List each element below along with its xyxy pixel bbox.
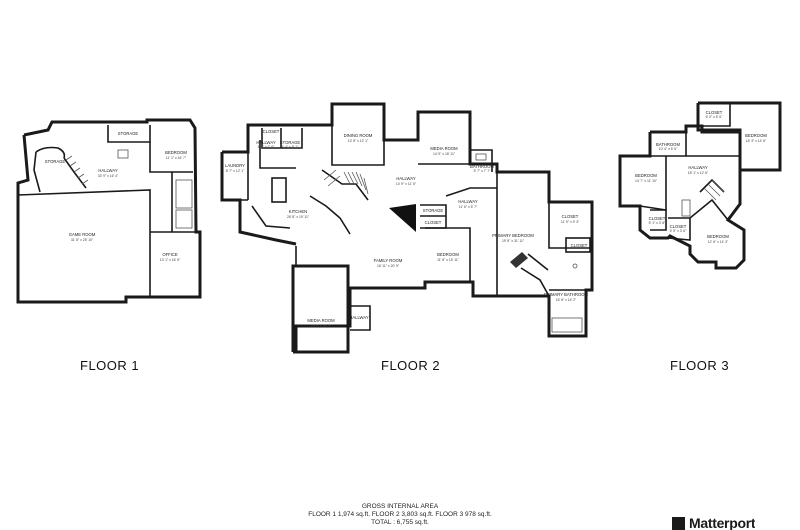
room-dimensions: 6' 0" x 5' 6"	[706, 115, 724, 119]
room-label: PRIMARY BATHROOM	[544, 292, 588, 297]
room-dimensions: 14' 7" x 11' 10"	[635, 179, 658, 183]
room-dimensions: 14' 9" x 18' 11"	[433, 152, 456, 156]
room-label: HALLWAY	[98, 168, 117, 173]
room-label: GAME ROOM	[69, 232, 96, 237]
room-label: KITCHEN	[289, 209, 307, 214]
room-label: MEDIA ROOM	[307, 318, 335, 323]
room-dimensions: 16' 11" x 20' 9"	[377, 264, 400, 268]
room-label: CLOSET	[706, 110, 723, 115]
area-heading: GROSS INTERNAL AREA	[361, 503, 439, 510]
room-label: HALLWAY	[688, 165, 707, 170]
room-dimensions: 13' 8" x 12' 1"	[348, 139, 369, 143]
floor-2-label: FLOOR 2	[381, 358, 441, 373]
room-label: MEDIA ROOM	[430, 146, 458, 151]
room-label: DINING ROOM	[344, 133, 373, 138]
room-dimensions: 8' 7" x 12' 1"	[226, 169, 245, 173]
matterport-mark-icon	[672, 516, 685, 530]
room-dimensions: 11' 6" x 5' 7"	[459, 205, 478, 209]
room-dimensions: 23' 8" x 31' 7"	[311, 324, 332, 328]
room-label: CLOSET	[670, 224, 687, 229]
room-label: HALLWAY	[256, 140, 275, 145]
room-dimensions: 18' 1" x 12' 6"	[688, 171, 709, 175]
room-label: BEDROOM	[437, 252, 459, 257]
room-label: CLOSET	[562, 214, 579, 219]
room-dimensions: 5' 1" x 3' 6"	[649, 221, 667, 225]
room-label: PRIMARY BEDROOM	[492, 233, 534, 238]
room-label: BEDROOM	[745, 133, 767, 138]
room-dimensions: 11' 9" x 9' 3"	[561, 220, 580, 224]
room-dimensions: 19' 8" x 31' 11"	[502, 239, 525, 243]
area-per-floor: FLOOR 1 1,974 sq.ft. FLOOR 2 3,803 sq.ft…	[308, 511, 492, 518]
room-dimensions: 5' 5" x 3' 6"	[670, 229, 688, 233]
room-label: STORAGE	[423, 208, 444, 213]
gross-area-summary: GROSS INTERNAL AREA FLOOR 1 1,974 sq.ft.…	[0, 503, 800, 527]
room-label: BEDROOM	[707, 234, 729, 239]
room-label: BATHROOM	[656, 142, 680, 147]
room-label: HALLWAY	[458, 199, 477, 204]
room-dimensions: 31' 8" x 25' 10"	[71, 238, 94, 242]
room-label: STORAGE	[118, 131, 139, 136]
floor-3-plan	[618, 101, 782, 270]
room-label: CLOSET	[263, 129, 280, 134]
floor-2-plan	[220, 102, 594, 354]
floor-3-label: FLOOR 3	[670, 358, 730, 373]
room-label: BEDROOM	[165, 150, 187, 155]
room-label: OFFICE	[162, 252, 178, 257]
matterport-logo: Matterport	[672, 516, 755, 530]
area-total: TOTAL : 6,755 sq.ft.	[371, 519, 429, 526]
room-dimensions: 33' 9" x 16' 4"	[98, 174, 119, 178]
room-dimensions: 13' 1" x 16' 5"	[160, 258, 181, 262]
room-label: STORAGE	[280, 140, 301, 145]
room-label: BATHROOM	[470, 164, 494, 169]
room-label: HALLWAY	[396, 176, 415, 181]
room-dimensions: 8' 1" x 7' 6"	[258, 145, 276, 149]
room-label: HALLWAY	[349, 315, 368, 320]
room-dimensions: 11' 8" x 15' 11"	[437, 258, 460, 262]
room-dimensions: 5' 7" x 7' 7"	[474, 169, 492, 173]
brand-name: Matterport	[689, 516, 756, 530]
room-dimensions: 26' 8" x 19' 11"	[287, 215, 310, 219]
room-label: FAMILY ROOM	[374, 258, 403, 263]
room-dimensions: 10' 4" x 5' 6"	[659, 147, 678, 151]
room-label: STORAGE	[45, 159, 66, 164]
room-dimensions: 14' 9" x 11' 5"	[396, 182, 417, 186]
room-dimensions: 16' 3" x 14' 6"	[746, 139, 767, 143]
room-label: CLOSET	[649, 216, 666, 221]
room-dimensions: 11' 1" x 16' 7"	[166, 156, 187, 160]
room-dimensions: 16' 8" x 14' 2"	[556, 298, 577, 302]
room-label: BEDROOM	[635, 173, 657, 178]
room-label: CLOSET	[425, 220, 442, 225]
room-label: LAUNDRY	[225, 163, 245, 168]
room-dimensions: 12' 6" x 14' 3"	[708, 240, 729, 244]
floor-1-plan	[16, 118, 202, 304]
floor-1-label: FLOOR 1	[80, 358, 140, 373]
room-label: CLOSET	[571, 243, 588, 248]
room-dimensions: 4' 4" x 5' 1"	[282, 145, 300, 149]
